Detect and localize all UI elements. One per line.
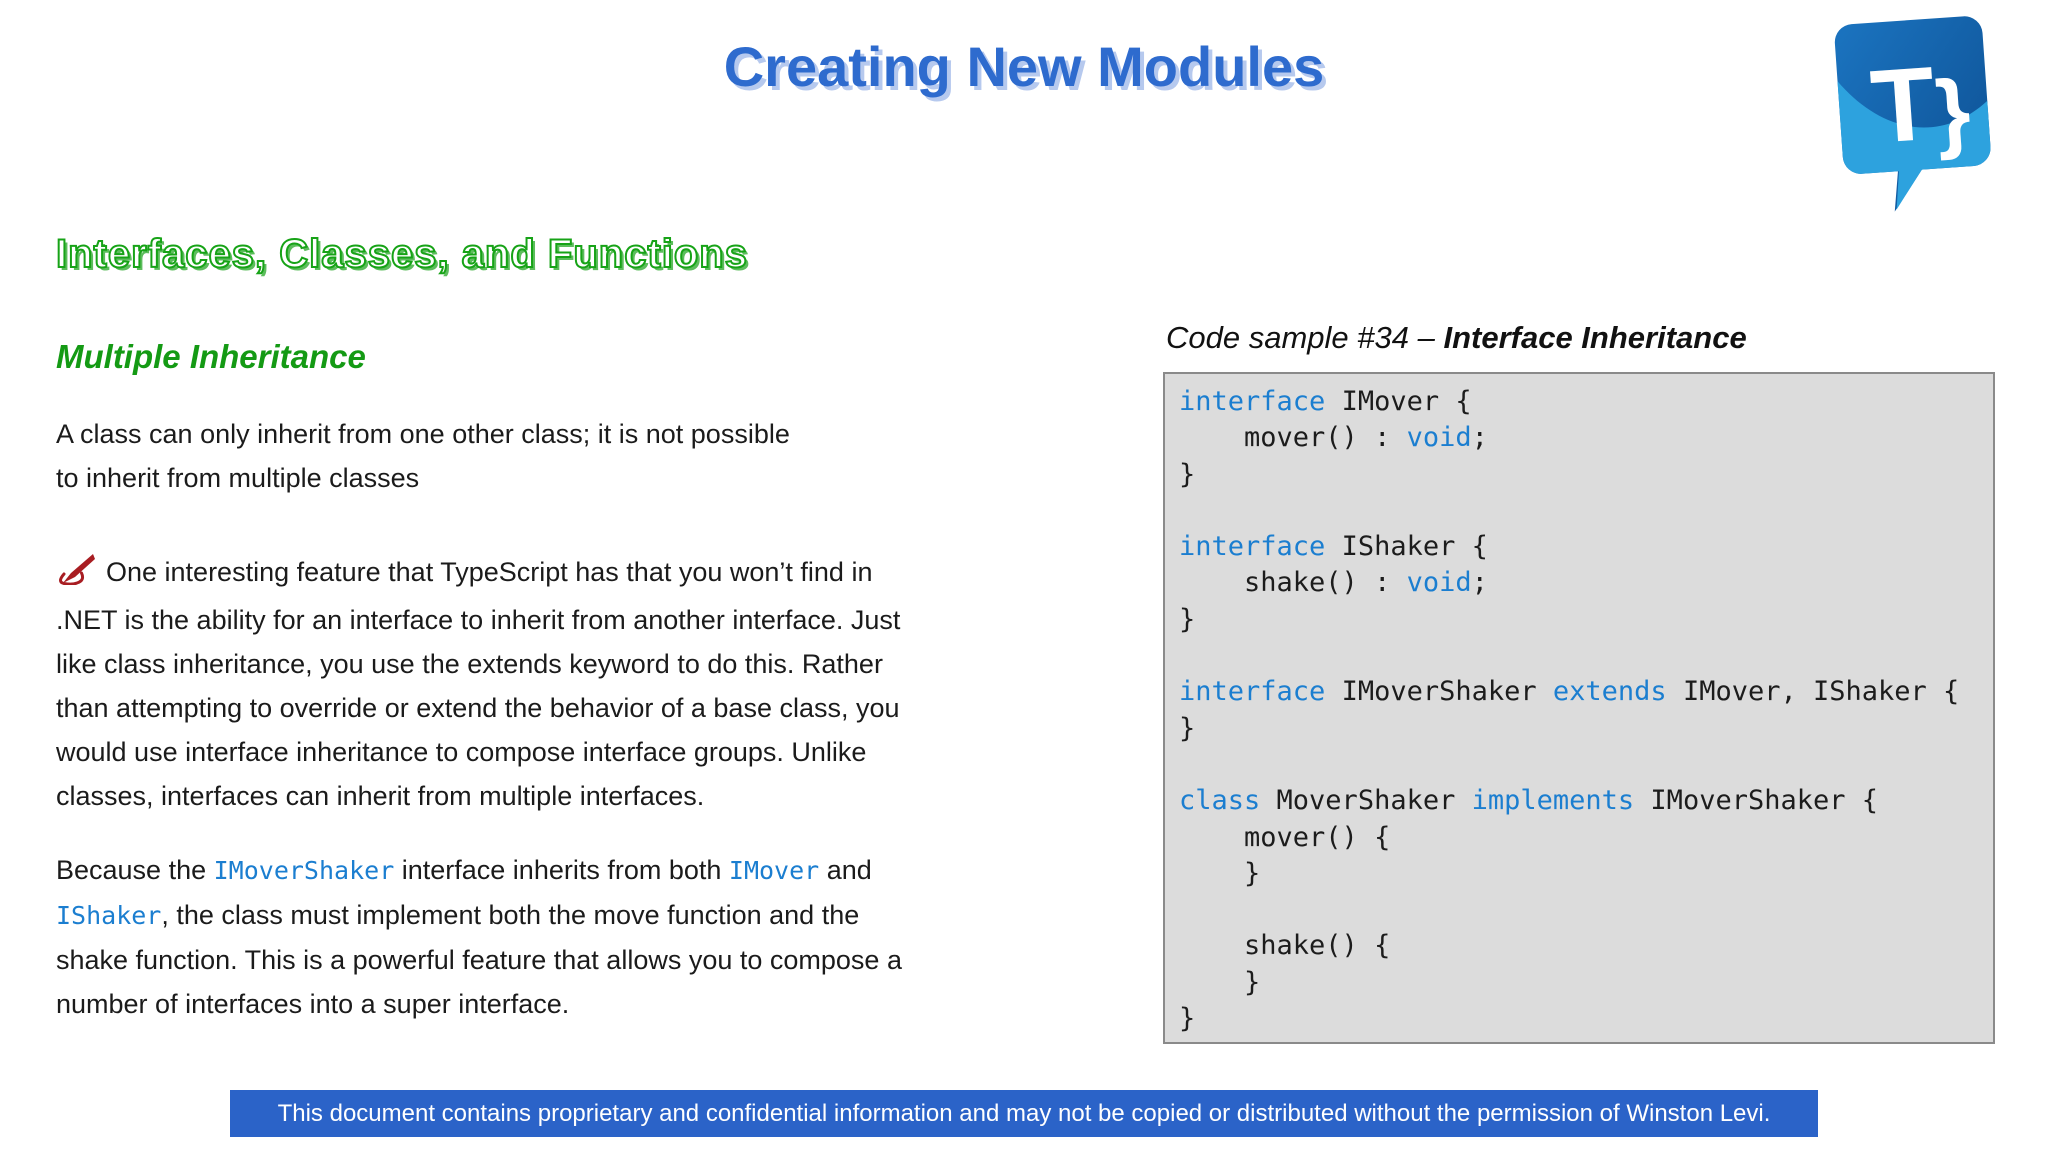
code-text: MoverShaker bbox=[1260, 785, 1472, 817]
text-segment: Because the bbox=[56, 855, 214, 885]
code-keyword: interface bbox=[1179, 386, 1326, 417]
text-line: would use interface inheritance to compo… bbox=[56, 737, 867, 767]
code-text: } bbox=[1179, 857, 1261, 889]
text-segment: , the class must implement both the move… bbox=[161, 900, 860, 930]
code-sample-label: Code sample #34 – Interface Inheritance bbox=[1166, 320, 1747, 356]
code-line: interface IShaker { bbox=[1179, 529, 1993, 565]
text-segment: and bbox=[819, 855, 872, 885]
text-line: .NET is the ability for an interface to … bbox=[56, 605, 901, 635]
paragraph-single-inheritance: A class can only inherit from one other … bbox=[56, 412, 790, 500]
code-keyword: interface bbox=[1179, 676, 1326, 708]
code-text: shake() { bbox=[1179, 930, 1391, 962]
code-text: mover() : bbox=[1179, 422, 1407, 454]
text-line: Because the IMoverShaker interface inher… bbox=[56, 848, 902, 893]
text-line: One interesting feature that TypeScript … bbox=[56, 550, 900, 598]
writing-hand-icon bbox=[56, 553, 96, 598]
code-keyword: void bbox=[1406, 567, 1472, 599]
code-sample-box: interface IMover { mover() : void;} inte… bbox=[1163, 372, 1995, 1044]
code-line: } bbox=[1179, 965, 1993, 1001]
code-line: shake() : void; bbox=[1179, 565, 1993, 601]
code-text: ; bbox=[1471, 567, 1488, 599]
code-text: IShaker { bbox=[1325, 531, 1488, 563]
code-line bbox=[1179, 493, 1993, 529]
inline-code-ishaker: IShaker bbox=[56, 901, 162, 930]
code-line: } bbox=[1179, 457, 1993, 493]
inline-code-imover: IMover bbox=[728, 856, 820, 885]
code-line: } bbox=[1179, 602, 1993, 638]
logo-brace: } bbox=[1932, 60, 1973, 161]
code-text: shake() : bbox=[1179, 567, 1407, 599]
code-text: mover() { bbox=[1179, 821, 1391, 853]
text-line: classes, interfaces can inherit from mul… bbox=[56, 781, 705, 811]
text-line: IShaker, the class must implement both t… bbox=[56, 893, 902, 938]
text-line: A class can only inherit from one other … bbox=[56, 419, 790, 449]
code-sample-label-title: Interface Inheritance bbox=[1443, 320, 1747, 355]
code-line: } bbox=[1179, 1001, 1993, 1037]
code-line: mover() { bbox=[1179, 820, 1993, 856]
text-line: to inherit from multiple classes bbox=[56, 463, 420, 493]
code-text: IMoverShaker { bbox=[1634, 785, 1879, 817]
typescript-bubble-logo: T } bbox=[1834, 16, 1991, 212]
text-segment: One interesting feature that TypeScript … bbox=[106, 557, 873, 587]
code-text: } bbox=[1179, 712, 1196, 744]
code-text: } bbox=[1179, 458, 1196, 490]
code-text: IMover, IShaker { bbox=[1666, 676, 1960, 708]
code-text: } bbox=[1179, 1003, 1196, 1035]
text-line: shake function. This is a powerful featu… bbox=[56, 945, 902, 975]
code-text: } bbox=[1179, 603, 1196, 635]
code-line bbox=[1179, 747, 1993, 783]
code-line: mover() : void; bbox=[1179, 420, 1993, 456]
code-keyword: implements bbox=[1471, 785, 1635, 817]
subheading-multiple-inheritance: Multiple Inheritance bbox=[56, 338, 366, 375]
code-line: interface IMoverShaker extends IMover, I… bbox=[1179, 674, 1993, 710]
code-keyword: extends bbox=[1552, 676, 1667, 708]
footer-confidentiality-notice: This document contains proprietary and c… bbox=[230, 1090, 1818, 1137]
code-text: ; bbox=[1471, 422, 1488, 454]
code-keyword: void bbox=[1406, 422, 1472, 454]
code-sample-label-prefix: Code sample #34 – bbox=[1166, 320, 1444, 355]
code-text: IMoverShaker bbox=[1325, 676, 1553, 708]
logo-letter-t: T bbox=[1867, 46, 1938, 166]
code-keyword: class bbox=[1179, 785, 1261, 817]
code-line: class MoverShaker implements IMoverShake… bbox=[1179, 783, 1993, 819]
text-segment: interface inherits from both bbox=[394, 855, 729, 885]
text-line: number of interfaces into a super interf… bbox=[56, 989, 570, 1019]
code-line bbox=[1179, 892, 1993, 928]
section-heading: Interfaces, Classes, and Functions bbox=[55, 231, 748, 277]
page-title: Creating New Modules bbox=[723, 35, 1325, 98]
code-text: IMover { bbox=[1325, 386, 1472, 417]
text-line: like class inheritance, you use the exte… bbox=[56, 649, 883, 679]
code-line bbox=[1179, 638, 1993, 674]
code-line: interface IMover { bbox=[1179, 384, 1993, 420]
code-text: } bbox=[1179, 966, 1261, 998]
paragraph-imovershaker: Because the IMoverShaker interface inher… bbox=[56, 848, 902, 1026]
code-line: } bbox=[1179, 856, 1993, 892]
inline-code-imovershaker: IMoverShaker bbox=[213, 856, 395, 885]
paragraph-interface-inheritance-note: One interesting feature that TypeScript … bbox=[56, 550, 900, 818]
code-keyword: interface bbox=[1179, 531, 1326, 563]
code-line: shake() { bbox=[1179, 928, 1993, 964]
text-line: than attempting to override or extend th… bbox=[56, 693, 900, 723]
code-line: } bbox=[1179, 711, 1993, 747]
